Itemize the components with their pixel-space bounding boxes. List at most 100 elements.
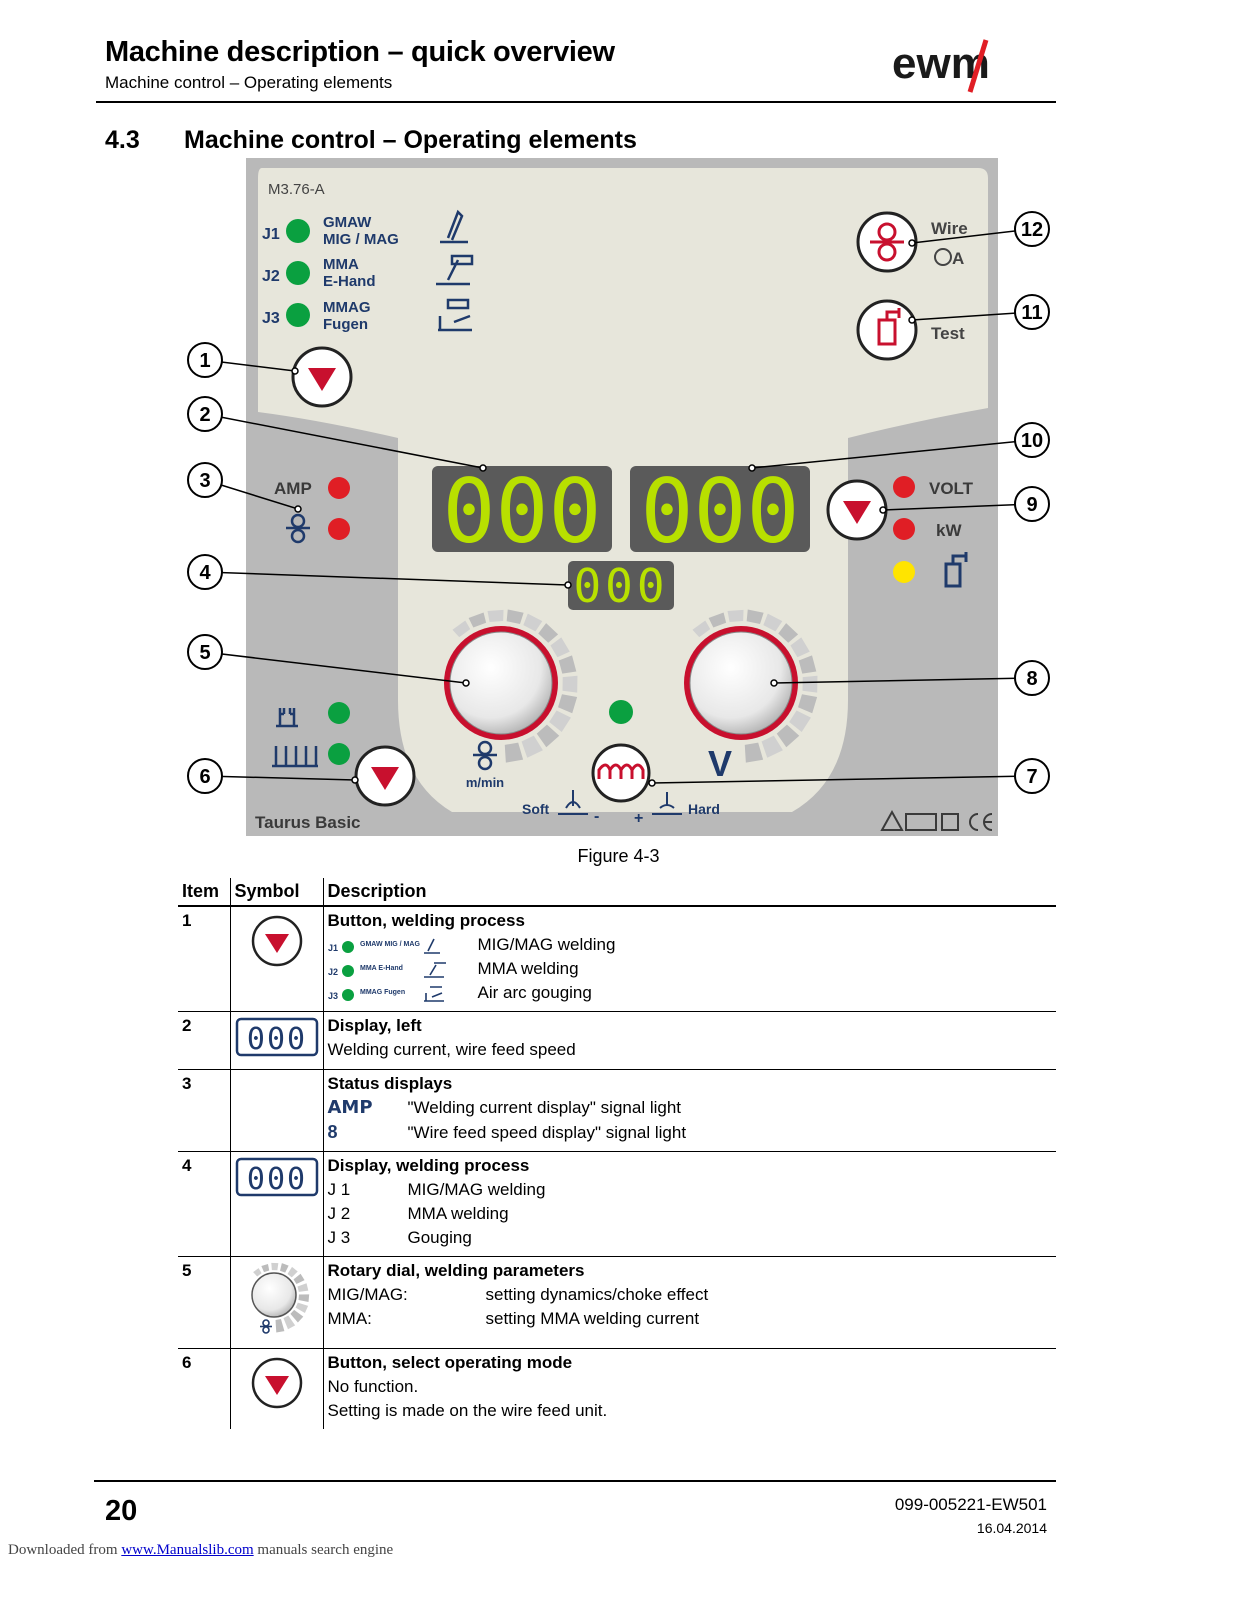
- header-rule: [96, 101, 1056, 103]
- amp-label: AMP: [274, 479, 312, 498]
- callout-circle-10: [1014, 422, 1050, 458]
- kw-led: [893, 518, 915, 540]
- 4-step-icon: [272, 746, 318, 768]
- callout-circle-1: [187, 342, 223, 378]
- line-code: J 1: [327, 1180, 351, 1199]
- wire-speed-icon: [473, 740, 497, 771]
- row-title: Display, left: [327, 1016, 422, 1035]
- test-label: Test: [931, 324, 965, 343]
- download-prefix: Downloaded from: [8, 1542, 122, 1558]
- callout-leader-7: [651, 775, 1033, 784]
- wire-speed-icon: [286, 513, 310, 544]
- voltage-dial[interactable]: [684, 626, 798, 740]
- callout-anchor-1: [291, 367, 299, 375]
- row-title: Display, welding process: [327, 1156, 530, 1175]
- choke-coil-icon: [597, 763, 645, 779]
- callout-leader-12: [911, 228, 1033, 244]
- item-number: 4: [178, 1151, 231, 1257]
- volt-led: [893, 476, 915, 498]
- item-number: 1: [178, 906, 231, 1012]
- callout-circle-2: [187, 396, 223, 432]
- display-icon: 000: [235, 1157, 318, 1197]
- item-number: 5: [178, 1256, 231, 1349]
- callout-number-9: 9: [1026, 494, 1037, 516]
- callout-leader-9: [882, 503, 1033, 511]
- callout-number-2: 2: [199, 404, 210, 426]
- callout-number-7: 7: [1026, 766, 1037, 788]
- 2-step-led: [328, 702, 350, 724]
- callout-circle-11: [1014, 294, 1050, 330]
- callout-number-12: 12: [1021, 219, 1043, 241]
- rotary-dial-icon: [250, 1262, 309, 1334]
- gas-cylinder-icon: [944, 552, 968, 588]
- symbol-cell: 000: [230, 1011, 324, 1070]
- section-title: Machine control – Operating elements: [184, 126, 637, 154]
- mma-electrode-icon: [436, 254, 474, 286]
- line-text: setting dynamics/choke effect: [485, 1285, 709, 1304]
- line-text: Air arc gouging: [477, 983, 592, 1002]
- plus-label: +: [634, 810, 643, 827]
- mode-j1-line2: MIG / MAG: [323, 231, 399, 248]
- right-dial-scale: [692, 609, 818, 763]
- hard-arc-icon: [652, 792, 682, 815]
- page-title: Machine description – quick overview: [105, 36, 615, 68]
- display-small-value: 000: [573, 559, 668, 613]
- display-select-button[interactable]: [826, 479, 888, 541]
- mode-j2-line1: MMA: [323, 256, 359, 273]
- operating-mode-button[interactable]: [354, 745, 416, 807]
- soft-label: Soft: [522, 801, 550, 817]
- mode-j3: J3 MMAG Fugen: [262, 298, 472, 333]
- display-small: [568, 561, 674, 610]
- welding-parameter-dial[interactable]: [444, 626, 558, 740]
- 2-step-icon: [276, 708, 298, 728]
- callout-leader-11: [911, 311, 1033, 321]
- wire-label: Wire: [931, 219, 968, 238]
- mode-j1-code: J1: [262, 226, 280, 243]
- item-number: 2: [178, 1011, 231, 1070]
- line-text: MMA welding: [407, 1204, 509, 1223]
- wire-speed-led: [328, 518, 350, 540]
- triangle-button-icon: [251, 915, 302, 967]
- line-label: MMA:: [327, 1309, 372, 1328]
- mode-j2-code: J2: [262, 268, 280, 285]
- callout-anchor-11: [908, 316, 916, 324]
- description-cell: Status displays AMP"Welding current disp…: [323, 1069, 1056, 1152]
- callout-anchor-12: [908, 239, 916, 247]
- page-number: 20: [105, 1495, 138, 1527]
- line-text: No function.: [327, 1377, 419, 1396]
- choke-led: [609, 700, 633, 724]
- manualslib-link[interactable]: www.Manualslib.com: [121, 1542, 254, 1558]
- callout-circle-4: [187, 554, 223, 590]
- mode-j1: J1 GMAW MIG / MAG: [262, 209, 468, 248]
- welding-process-button[interactable]: [291, 346, 353, 408]
- symbol-cell: [230, 1348, 324, 1429]
- line-text: "Welding current display" signal light: [407, 1098, 682, 1117]
- mode-j1-led: [286, 219, 310, 243]
- callout-circle-3: [187, 462, 223, 498]
- table-header-row: Item Symbol Description: [178, 878, 1056, 907]
- callout-anchor-10: [748, 464, 756, 472]
- callout-circle-6: [187, 758, 223, 794]
- soft-arc-icon: [558, 790, 588, 815]
- svg-text:MMA E-Hand: MMA E-Hand: [360, 965, 403, 972]
- callout-circle-8: [1014, 660, 1050, 696]
- callout-circle-9: [1014, 486, 1050, 522]
- callout-number-10: 10: [1021, 430, 1043, 452]
- gas-test-button[interactable]: [856, 299, 918, 361]
- callout-leader-2: [204, 413, 484, 469]
- table-row: 3 Status displays AMP"Welding current di…: [178, 1069, 1056, 1152]
- callout-leader-4: [204, 571, 569, 586]
- wire-inching-button[interactable]: [856, 211, 918, 273]
- motor-icon: [934, 248, 952, 266]
- choke-effect-button[interactable]: [591, 743, 651, 803]
- svg-text:000: 000: [246, 1162, 306, 1197]
- amp-symbol: AMP: [327, 1097, 373, 1118]
- mmin-label: m/min: [466, 775, 504, 790]
- symbol-cell: 000: [230, 1151, 324, 1257]
- svg-text:J2: J2: [328, 967, 338, 977]
- svg-text:000: 000: [246, 1022, 306, 1057]
